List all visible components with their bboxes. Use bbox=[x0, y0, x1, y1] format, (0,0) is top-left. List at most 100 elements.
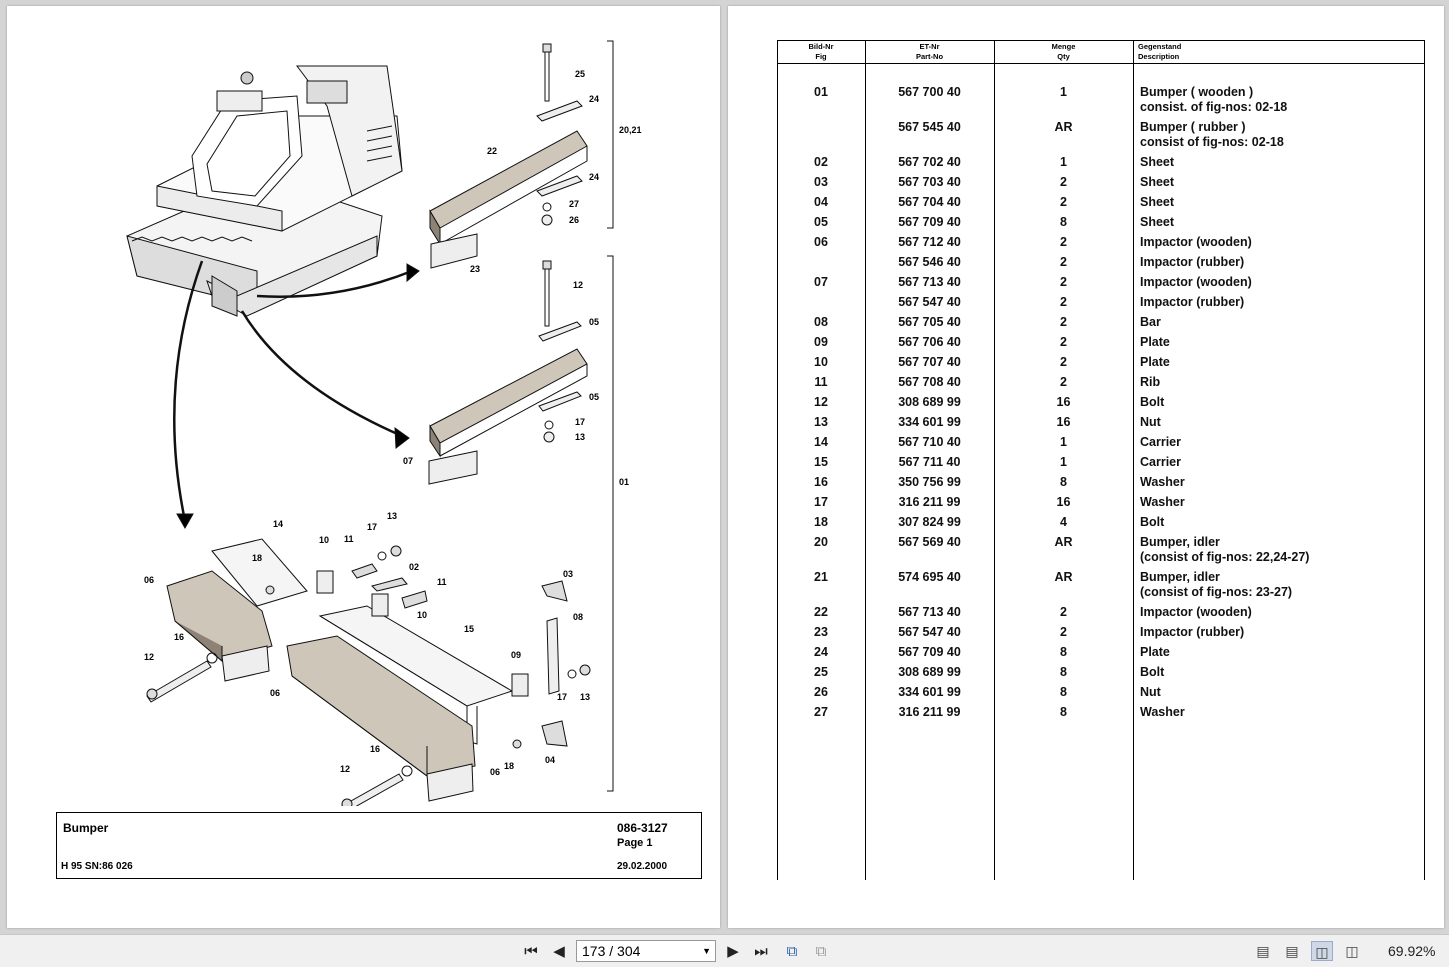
part-number: 316 211 99 bbox=[898, 495, 961, 509]
callout-label: 05 bbox=[589, 317, 599, 327]
part-number: 567 708 40 bbox=[898, 375, 961, 389]
description: Sheet bbox=[1140, 155, 1175, 169]
continuous-two-page-view-icon[interactable]: ◫ bbox=[1345, 943, 1359, 959]
fig-number: 02 bbox=[814, 155, 828, 169]
callout-label: 12 bbox=[144, 652, 154, 662]
part-number: 567 704 40 bbox=[898, 195, 961, 209]
callout-label: 01 bbox=[619, 477, 629, 487]
callout-label: 05 bbox=[589, 392, 599, 402]
quantity: 2 bbox=[1060, 235, 1067, 249]
quantity: AR bbox=[1054, 120, 1073, 134]
description: Impactor (wooden) bbox=[1140, 235, 1252, 249]
callout-label: 11 bbox=[344, 534, 354, 544]
description: Impactor (rubber) bbox=[1140, 295, 1245, 309]
part-number: 567 711 40 bbox=[898, 455, 961, 469]
single-page-view-icon[interactable]: ▤ bbox=[1256, 943, 1270, 959]
part-number: 567 702 40 bbox=[898, 155, 961, 169]
quantity: 16 bbox=[1056, 495, 1071, 509]
viewer-toolbar: ⏮ ◀ 173 / 304▼ ▶ ⏭ ⧉ ⧉ ▤ ▤ ◫ ◫ 69.92% bbox=[0, 934, 1449, 967]
callout-label: 10 bbox=[417, 610, 427, 620]
fig-number: 01 bbox=[814, 85, 828, 99]
quantity: 2 bbox=[1060, 315, 1067, 329]
quantity: 2 bbox=[1060, 625, 1067, 639]
fig-number: 22 bbox=[814, 605, 828, 619]
part-number: 574 695 40 bbox=[898, 570, 961, 584]
quantity: 8 bbox=[1060, 665, 1067, 679]
zoom-level[interactable]: 69.92% bbox=[1388, 943, 1436, 959]
callout-label: 12 bbox=[340, 764, 350, 774]
part-number: 567 707 40 bbox=[898, 355, 961, 369]
callout-label: 02 bbox=[409, 562, 419, 572]
excavator-illustration bbox=[126, 65, 403, 317]
page-number-input[interactable]: 173 / 304▼ bbox=[576, 940, 716, 962]
first-page-icon[interactable]: ⏮ bbox=[524, 943, 538, 960]
back-view-icon[interactable]: ⧉ bbox=[786, 943, 798, 960]
quantity: 2 bbox=[1060, 295, 1067, 309]
quantity: 8 bbox=[1060, 475, 1067, 489]
fig-number: 06 bbox=[814, 235, 828, 249]
quantity: 2 bbox=[1060, 375, 1067, 389]
quantity: 2 bbox=[1060, 175, 1067, 189]
last-page-icon[interactable]: ⏭ bbox=[754, 943, 768, 960]
part-number: 567 547 40 bbox=[898, 295, 961, 309]
callout-label: 04 bbox=[545, 755, 555, 765]
quantity: 8 bbox=[1060, 215, 1067, 229]
fig-number: 23 bbox=[814, 625, 828, 639]
callout-label: 24 bbox=[589, 172, 599, 182]
drawing-page-number: Page 1 bbox=[617, 837, 653, 849]
description: Washer bbox=[1140, 705, 1185, 719]
description: Impactor (wooden) bbox=[1140, 605, 1252, 619]
description: Bolt bbox=[1140, 395, 1165, 409]
callout-label: 27 bbox=[569, 199, 579, 209]
callout-label: 16 bbox=[370, 744, 380, 754]
part-number: 567 709 40 bbox=[898, 645, 961, 659]
callout-label: 22 bbox=[487, 146, 497, 156]
part-number: 567 546 40 bbox=[898, 255, 961, 269]
description: Bolt bbox=[1140, 515, 1165, 529]
previous-page-icon[interactable]: ◀ bbox=[553, 943, 565, 960]
drawing-page: 25 24 20,21 22 24 27 26 23 12 05 05 17 1… bbox=[7, 6, 720, 928]
callout-label: 18 bbox=[252, 553, 262, 563]
fig-number: 18 bbox=[814, 515, 828, 529]
quantity: AR bbox=[1054, 570, 1073, 584]
fig-number: 15 bbox=[814, 455, 828, 469]
description: Bumper ( rubber )consist of fig-nos: 02-… bbox=[1140, 120, 1284, 149]
two-page-view-icon[interactable]: ◫ bbox=[1311, 941, 1333, 961]
drawing-code: 086-3127 bbox=[617, 821, 668, 835]
continuous-view-icon[interactable]: ▤ bbox=[1285, 943, 1299, 959]
callout-label: 11 bbox=[437, 577, 447, 587]
callout-label: 16 bbox=[174, 632, 184, 642]
chevron-down-icon[interactable]: ▼ bbox=[702, 946, 711, 956]
description: Plate bbox=[1140, 335, 1170, 349]
part-number: 316 211 99 bbox=[898, 705, 961, 719]
callout-label: 15 bbox=[464, 624, 474, 634]
fig-number: 13 bbox=[814, 415, 828, 429]
quantity: AR bbox=[1054, 535, 1073, 549]
callout-label: 03 bbox=[563, 569, 573, 579]
part-number: 567 705 40 bbox=[898, 315, 961, 329]
forward-view-icon[interactable]: ⧉ bbox=[815, 943, 827, 960]
part-number: 567 710 40 bbox=[898, 435, 961, 449]
part-number: 567 545 40 bbox=[898, 120, 961, 134]
fig-number: 16 bbox=[814, 475, 828, 489]
part-number: 567 713 40 bbox=[898, 605, 961, 619]
callout-label: 09 bbox=[511, 650, 521, 660]
quantity: 2 bbox=[1060, 335, 1067, 349]
description: Plate bbox=[1140, 355, 1170, 369]
quantity: 16 bbox=[1056, 415, 1071, 429]
next-page-icon[interactable]: ▶ bbox=[727, 943, 739, 960]
description: Plate bbox=[1140, 645, 1170, 659]
callout-label: 25 bbox=[575, 69, 585, 79]
description: Rib bbox=[1140, 375, 1161, 389]
quantity: 2 bbox=[1060, 255, 1067, 269]
part-number: 567 547 40 bbox=[898, 625, 961, 639]
machine-model: H 95 SN:86 026 bbox=[61, 861, 133, 872]
callout-label: 17 bbox=[557, 692, 567, 702]
description: Bolt bbox=[1140, 665, 1165, 679]
part-number: 567 569 40 bbox=[898, 535, 961, 549]
quantity: 4 bbox=[1060, 515, 1067, 529]
fig-number: 09 bbox=[814, 335, 828, 349]
